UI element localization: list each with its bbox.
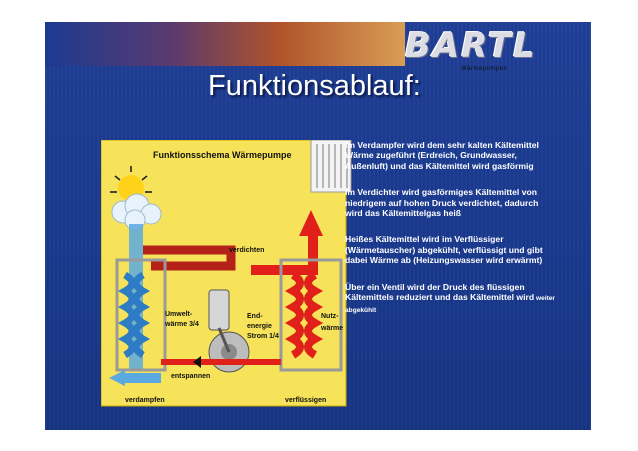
bullet-4-small-text: weiter abgekühlt <box>345 295 555 315</box>
heat-pump-diagram: Funktionsschema Wärmepumpe <box>101 140 352 407</box>
label-endenergie-3: Strom 1/4 <box>247 333 279 340</box>
label-verdampfen: verdampfen <box>125 397 165 404</box>
bullet-4: Über ein Ventil wird der Druck des flüss… <box>345 282 555 317</box>
diagram-heading: Funktionsschema Wärmepumpe <box>153 150 292 160</box>
label-nutzwaerme-1: Nutz- <box>321 313 339 320</box>
bullet-list: Im Verdampfer wird dem sehr kalten Kälte… <box>345 140 555 333</box>
slide-title: Funktionsablauf: <box>208 70 421 102</box>
bartl-logo: BARTL <box>405 26 537 66</box>
bullet-3-text: Heißes Kältemittel wird im Verflüssiger … <box>345 234 543 266</box>
label-verfluessigen: verflüssigen <box>285 397 326 404</box>
label-umweltwaerme-1: Umwelt- <box>165 311 193 318</box>
bullet-1: Im Verdampfer wird dem sehr kalten Kälte… <box>345 140 555 171</box>
bullet-2: Im Verdichter wird gasförmiges Kältemitt… <box>345 187 555 218</box>
label-endenergie-2: energie <box>247 323 272 330</box>
condenser-pipes <box>161 210 343 372</box>
bullet-3: Heißes Kältemittel wird im Verflüssiger … <box>345 234 555 265</box>
label-endenergie-1: End- <box>247 313 263 320</box>
radiator-icon <box>310 140 352 193</box>
label-entspannen: entspannen <box>171 373 210 380</box>
title-gradient-bar <box>45 22 405 66</box>
label-verdichten: verdichten <box>229 247 264 254</box>
evaporator-pipes <box>109 224 236 386</box>
logo-subtitle: Wärmepumpen <box>461 66 508 72</box>
bullet-4-text: Über ein Ventil wird der Druck des flüss… <box>345 281 535 303</box>
bullet-2-text: Im Verdichter wird gasförmiges Kältemitt… <box>345 187 539 219</box>
label-nutzwaerme-2: wärme <box>320 325 343 332</box>
label-umweltwaerme-2: wärme 3/4 <box>164 321 199 328</box>
slide: BARTL Wärmepumpen Funktionsablauf: Funkt… <box>45 22 591 430</box>
bullet-1-text: Im Verdampfer wird dem sehr kalten Kälte… <box>345 140 539 171</box>
